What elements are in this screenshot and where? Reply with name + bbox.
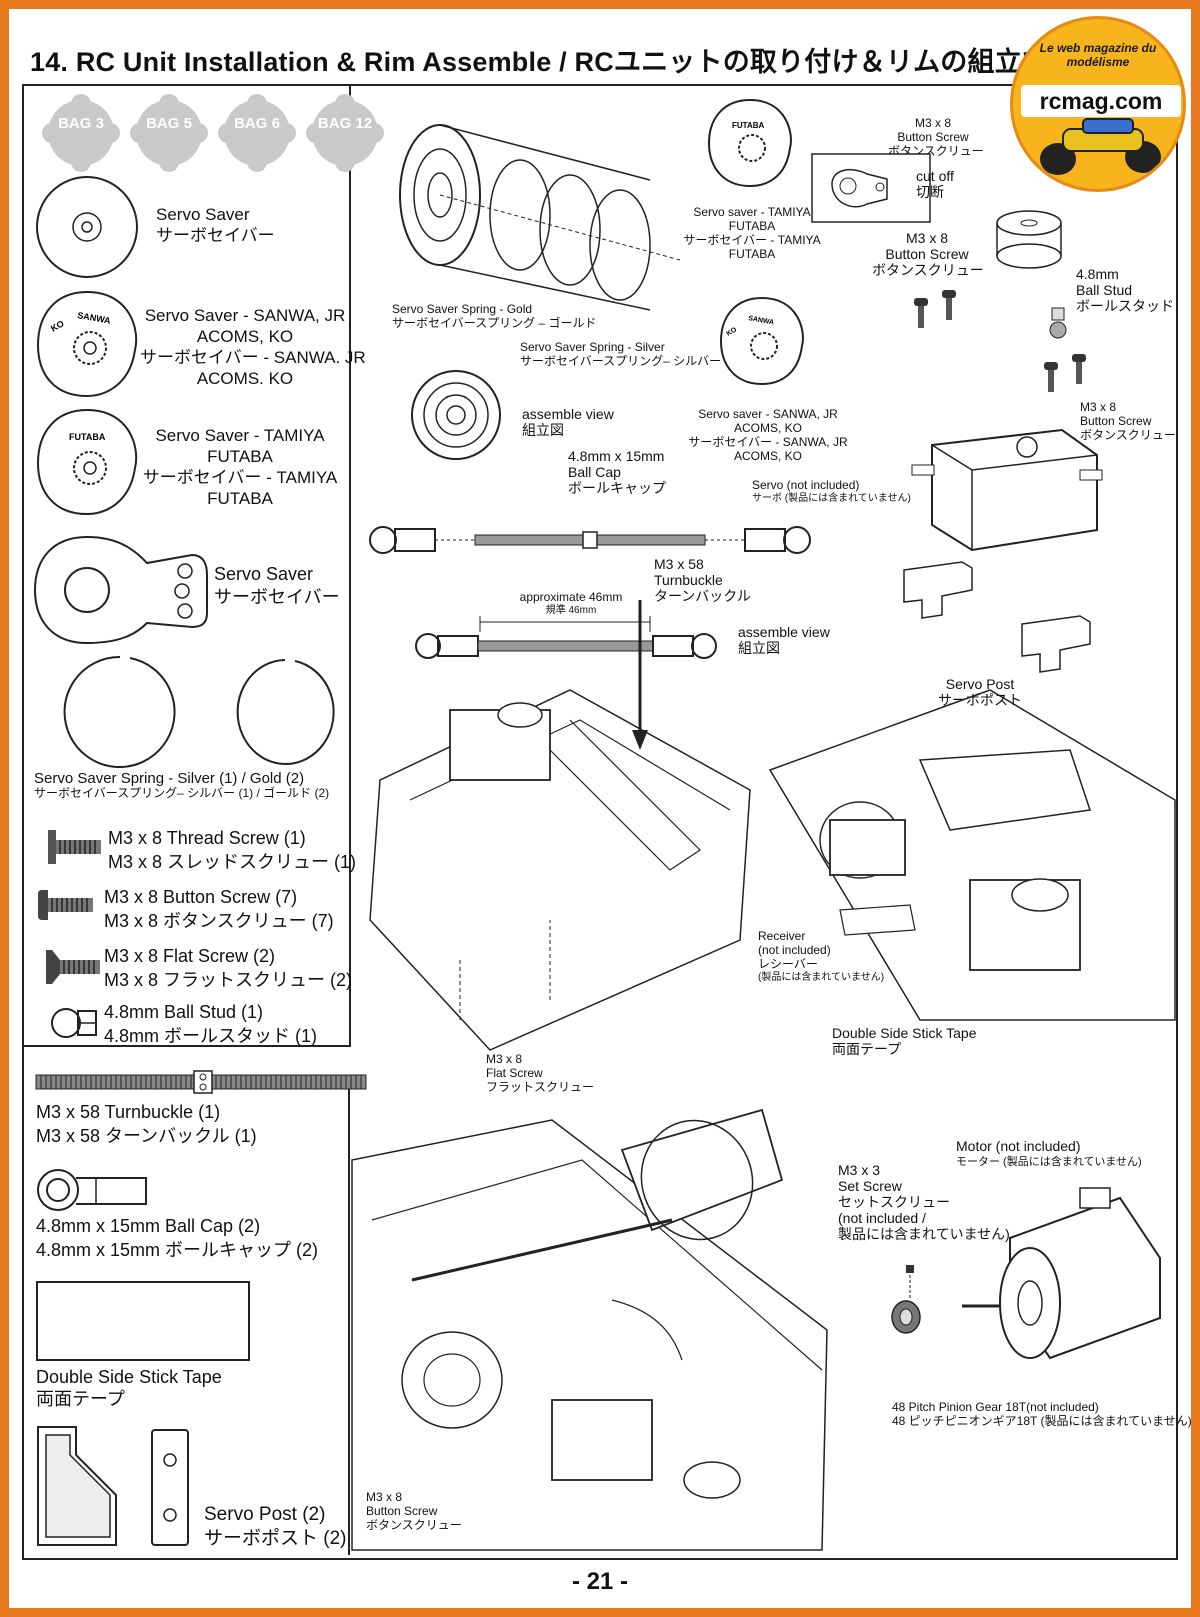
button-screw-icon xyxy=(38,890,93,920)
button-screws-right-drawing xyxy=(1044,354,1086,392)
servo-post-icon xyxy=(37,1426,189,1546)
logo-name: rcmag.com xyxy=(1021,85,1181,117)
futaba-mark: FUTABA xyxy=(69,432,106,442)
ball-stud-part-drawing xyxy=(1049,307,1067,339)
sanwa-saver-drawing: KO SANWA xyxy=(719,296,804,386)
ball-cap-icon xyxy=(37,1169,147,1211)
servo-saver-cylinder-drawing xyxy=(996,210,1062,269)
servo-diagram-label: Servo (not included)サーボ (製品には含まれていません) xyxy=(752,478,911,504)
cut-off-detail-drawing xyxy=(811,153,931,223)
tape-icon xyxy=(36,1281,250,1361)
servo-post-right-drawing xyxy=(1021,615,1091,673)
ko-small-mark: KO xyxy=(726,326,739,338)
pinion-gear-drawing xyxy=(891,1265,921,1334)
spring-label-jp: サーボセイバースプリング– シルバー (1) / ゴールド (2) xyxy=(34,786,330,800)
turnbuckle-icon xyxy=(35,1070,367,1094)
spring-label-en: Servo Saver Spring - Silver (1) / Gold (… xyxy=(34,770,305,787)
chassis-motor-drawing xyxy=(351,1108,828,1551)
left-border-line xyxy=(22,86,24,1560)
thread-screw-icon xyxy=(48,830,101,864)
bag-12-badge: BAG 12 xyxy=(306,94,384,172)
servo-saver-disc-icon xyxy=(36,176,138,278)
turnbuckle-exploded-drawing xyxy=(369,526,811,554)
bag-6-badge: BAG 6 xyxy=(218,94,296,172)
sanwa-small-mark: SANWA xyxy=(748,315,775,326)
pinion-diagram-label: 48 Pitch Pinion Gear 18T(not included)48… xyxy=(892,1400,1192,1428)
right-border-line xyxy=(1176,86,1178,1560)
sanwa-mark: SANWA xyxy=(77,310,112,326)
page-title: 14. RC Unit Installation & Rim Assemble … xyxy=(30,47,1050,77)
assembled-saver-drawing xyxy=(411,370,501,460)
servo-saver-sanwa-label: Servo Saver - SANWA, JR ACOMS, KO サーボセイバ… xyxy=(140,306,366,388)
chassis-front-drawing xyxy=(369,600,751,1051)
lower-column-divider xyxy=(348,1075,350,1555)
title-divider xyxy=(22,84,1177,86)
turnbuckle-label: M3 x 58 Turnbuckle (1)M3 x 58 ターンバックル (1… xyxy=(36,1102,257,1146)
thread-screw-label: M3 x 8 Thread Screw (1)M3 x 8 スレッドスクリュー … xyxy=(108,828,357,872)
ko-mark: KO xyxy=(49,318,66,333)
receiver-diagram-label: Receiver(not included) レシーバー(製品には含まれていませ… xyxy=(758,929,885,983)
ball-stud-label: 4.8mm Ball Stud (1)4.8mm ボールスタッド (1) xyxy=(104,1002,318,1046)
logo-tagline: Le web magazine du modélisme xyxy=(1039,41,1157,69)
servo-saver-tamiya-label: Servo Saver - TAMIYA FUTABA サーボセイバー - TA… xyxy=(142,426,338,508)
button-screws-mid-drawing xyxy=(914,290,956,328)
flat-screw-icon xyxy=(46,950,100,984)
servo-drawing xyxy=(911,428,1103,552)
turnbuckle-assembled-drawing xyxy=(415,616,717,659)
buggy-illustration xyxy=(1040,118,1161,175)
page-number: - 21 - xyxy=(571,1568,628,1595)
ball-cap-label: 4.8mm x 15mm Ball Cap (2)4.8mm x 15mm ボー… xyxy=(36,1216,319,1260)
servo-saver-springs-icon xyxy=(63,655,335,768)
chassis-receiver-drawing xyxy=(768,689,1176,1021)
servo-saver-arm-icon xyxy=(33,535,208,645)
servo-saver-sanwa-icon: KO SANWA xyxy=(36,290,138,398)
parts-section-divider xyxy=(22,1045,351,1047)
servo-post-left-drawing xyxy=(903,561,973,619)
flat-screw-label: M3 x 8 Flat Screw (2)M3 x 8 フラットスクリュー (2… xyxy=(104,946,353,990)
futaba-small-mark: FUTABA xyxy=(732,121,765,130)
servo-saver-tamiya-icon: FUTABA xyxy=(36,408,138,516)
bag-3-badge: BAG 3 xyxy=(42,94,120,172)
bag-5-badge: BAG 5 xyxy=(130,94,208,172)
button-screw-label: M3 x 8 Button Screw (7)M3 x 8 ボタンスクリュー (… xyxy=(104,887,334,931)
futaba-saver-drawing: FUTABA xyxy=(707,98,792,188)
motor-diagram-label: Motor (not included)モーター (製品には含まれていません) xyxy=(956,1138,1142,1168)
motor-drawing xyxy=(962,1187,1161,1360)
parts-column-divider xyxy=(349,86,351,1046)
bottom-border-line xyxy=(22,1558,1178,1560)
rcmag-logo: Le web magazine du modélisme rcmag.com xyxy=(1010,16,1186,192)
servo-post-label: Servo Post (2)サーボポスト (2) xyxy=(204,1504,347,1549)
ball-stud-icon xyxy=(51,1008,97,1038)
spring-assembly-drawing xyxy=(399,124,681,311)
